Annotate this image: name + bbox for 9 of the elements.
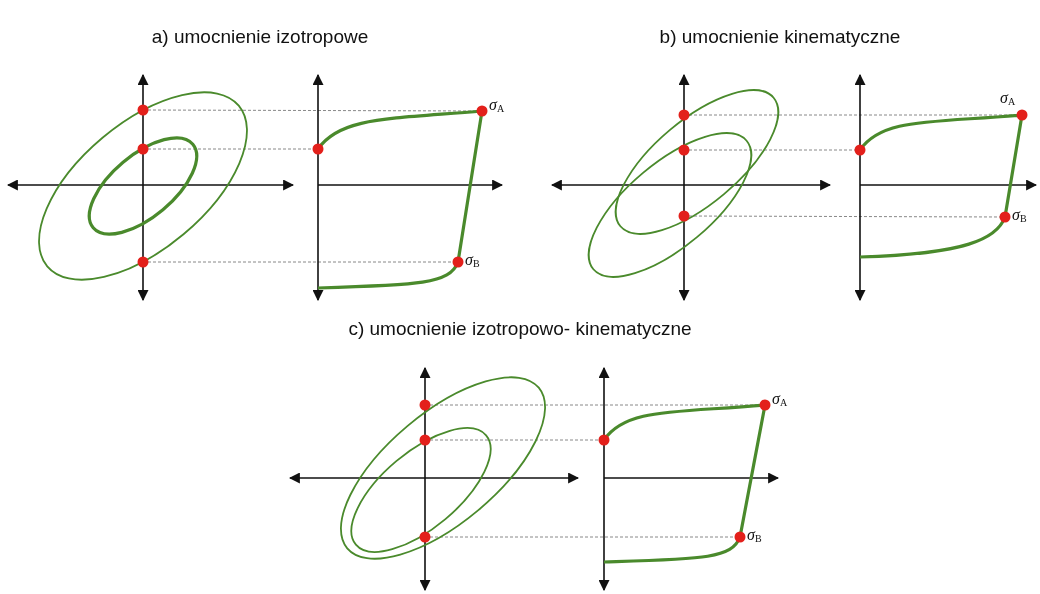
stress-label: σ$_{B}$ [1012, 207, 1027, 224]
stress-label: σ$_{B}$ [747, 527, 762, 544]
stress-label: σ$_{B}$ [465, 252, 480, 269]
panel-title: c) umocnienie izotropowo- kinematyczne [348, 318, 692, 340]
panel-title: a) umocnienie izotropowe [151, 26, 369, 48]
stress-label: σ$_{A}$ [772, 391, 788, 408]
stress-label: σ$_{A}$ [489, 97, 505, 114]
stress-label: σ$_{A}$ [1000, 90, 1016, 107]
panel-title: b) umocnienie kinematyczne [659, 26, 901, 48]
